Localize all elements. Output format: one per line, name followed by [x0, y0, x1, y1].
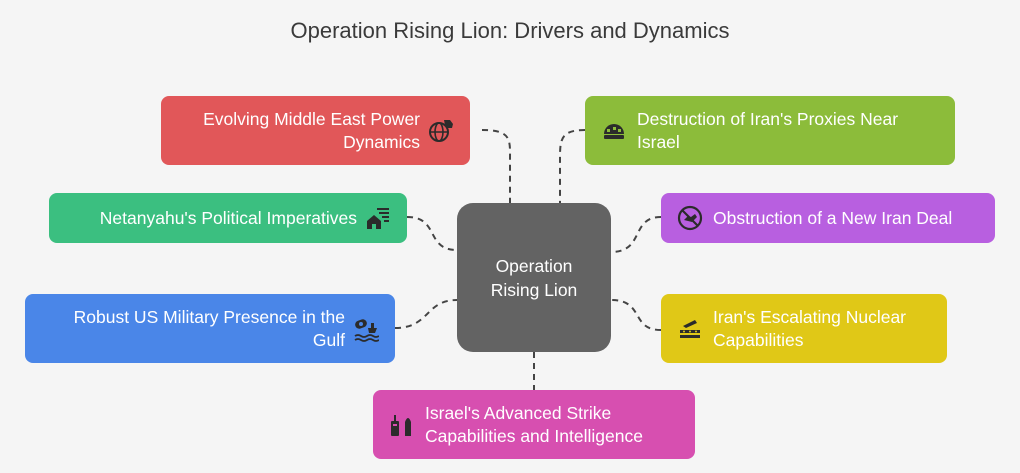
nuclear-facility-icon [680, 319, 700, 338]
central-node: Operation Rising Lion [457, 203, 611, 352]
node-destruction-of-proxies: Destruction of Iran's Proxies Near Israe… [585, 96, 955, 165]
node-label: Destruction of Iran's Proxies Near Israe… [637, 108, 899, 152]
connector-middle-east [481, 129, 512, 203]
node-label: Evolving Middle East Power Dynamics [203, 108, 420, 152]
node-label: Robust US Military Presence in the Gulf [73, 306, 345, 350]
node-israel-strike-capabilities: Israel's Advanced Strike Capabilities an… [373, 390, 695, 459]
node-us-military-presence: Robust US Military Presence in the Gulf [25, 294, 395, 363]
node-iran-nuclear-capabilities: Iran's Escalating Nuclear Capabilities [661, 294, 947, 363]
node-obstruction-iran-deal: Obstruction of a New Iran Deal [661, 193, 995, 243]
missile-and-radio-icon [391, 414, 411, 436]
node-label: Israel's Advanced Strike Capabilities an… [425, 402, 643, 446]
diagram-title: Operation Rising Lion: Drivers and Dynam… [290, 18, 730, 43]
node-label: Netanyahu's Political Imperatives [99, 207, 357, 228]
node-label: Iran's Escalating Nuclear Capabilities [713, 306, 907, 350]
node-netanyahu-political-imperatives: Netanyahu's Political Imperatives [49, 193, 407, 243]
connector-proxies [559, 129, 586, 203]
node-middle-east-power-dynamics: Evolving Middle East Power Dynamics [161, 96, 470, 165]
globe-with-fist-icon [429, 119, 453, 142]
destroyed-building-icon [604, 123, 624, 139]
no-handshake-icon [677, 205, 703, 231]
central-node-label: Operation Rising Lion [490, 255, 578, 300]
node-label: Obstruction of a New Iran Deal [713, 207, 953, 228]
connector-us-military [394, 299, 458, 329]
connector-iran-deal [610, 216, 662, 253]
house-with-motion-icon [367, 208, 389, 229]
ships-at-sea-icon [354, 318, 379, 342]
connector-netanyahu [406, 216, 458, 251]
connector-nuclear [610, 299, 662, 331]
